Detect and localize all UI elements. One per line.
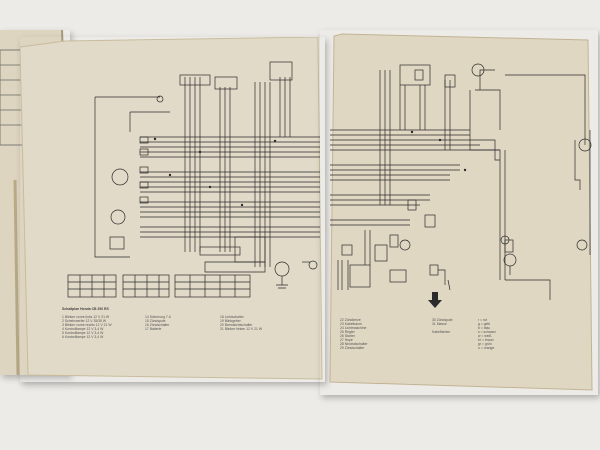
legend-line: 28 Neutralschalter [340, 342, 368, 346]
legend-line: b = blau [478, 326, 491, 330]
legend-line: 1 Blinker vorne links 12 V 21 W [62, 315, 110, 319]
legend-line: 20 Bremslichtschalter [220, 323, 253, 327]
legend-line: r = rot [478, 318, 487, 322]
legend-line: 19 Blinkgeber [220, 319, 241, 323]
right-sheet-legend-left: 22 Zündkerze 23 Kabelbaum 24 Lichtmaschi… [340, 318, 368, 350]
legend-line: 24 Lichtmaschine [340, 326, 367, 330]
left-sheet-legend-col1: 1 Blinker vorne links 12 V 21 W 2 Schein… [62, 315, 112, 339]
left-sheet-legend-col2: 14 Sicherung 7 A 15 Zündspule 16 Zündsch… [145, 315, 171, 331]
legend-line: Kabelfarben [432, 330, 451, 334]
left-sheet-legend-col3: 18 Lichtschalter 19 Blinkgeber 20 Bremsl… [220, 315, 262, 331]
legend-line: g = gelb [478, 322, 491, 326]
legend-line: 16 Zündschalter [145, 323, 170, 327]
legend-line: 25 Regler [340, 330, 355, 334]
legend-line: 3 Blinker vorne rechts 12 V 21 W [62, 323, 112, 327]
legend-line: 27 Hupe [340, 338, 353, 342]
legend-line: 18 Lichtschalter [220, 315, 244, 319]
legend-line: br = braun [478, 338, 494, 342]
legend-line: o = orange [478, 346, 495, 350]
left-wiring-diagram-sheet [20, 37, 323, 380]
legend-line: 21 Blinker hinten 12 V 21 W [220, 327, 263, 331]
legend-line: w = weiß [478, 334, 492, 338]
legend-line: 14 Sicherung 7 A [145, 315, 171, 319]
legend-line: gr = grün [478, 342, 492, 346]
left-sheet-title: Schaltplan Honda CB 250 RS [62, 307, 109, 311]
legend-line: 2 Scheinwerfer 12 V 35/35 W [62, 319, 107, 323]
right-sheet-legend-right: r = rot g = gelb b = blau s = schwarz w … [478, 318, 496, 350]
legend-line: 6 Kontrolllampe 12 V 3,4 W [62, 335, 104, 339]
legend-line: 23 Kabelbaum [340, 322, 362, 326]
legend-line: 26 Starter [340, 334, 355, 338]
legend-line: 4 Kontrolllampe 12 V 3,4 W [62, 327, 104, 331]
right-wiring-diagram-sheet [329, 33, 593, 391]
legend-line: 15 Zündspule [145, 319, 166, 323]
right-sheet-legend-mid: 30 Zündspule 31 Masse Kabelfarben [432, 318, 453, 334]
legend-line: 22 Zündkerze [340, 318, 361, 322]
legend-line: 17 Batterie [145, 327, 162, 331]
legend-line: 5 Kontrolllampe 12 V 3,4 W [62, 331, 104, 335]
legend-line: s = schwarz [478, 330, 496, 334]
legend-line: 31 Masse [432, 322, 447, 326]
legend-line: 30 Zündspule [432, 318, 453, 322]
legend-line: 29 Zündschalter [340, 346, 365, 350]
